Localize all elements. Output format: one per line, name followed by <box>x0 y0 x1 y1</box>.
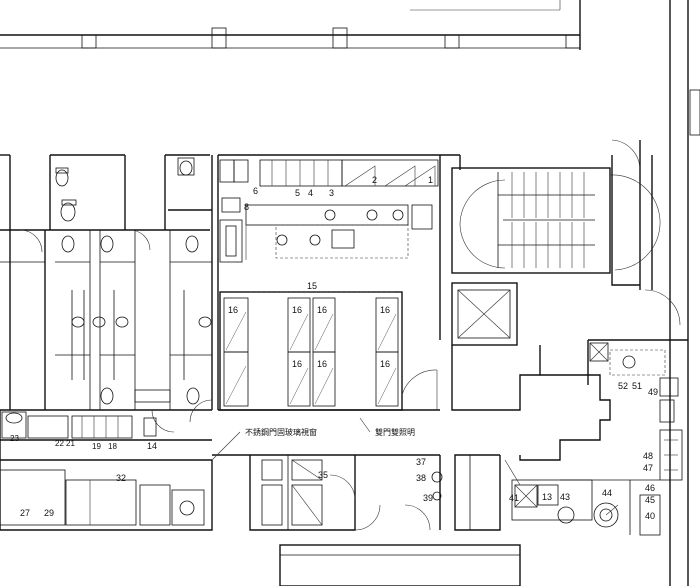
equip-label-22: 22 <box>55 439 64 448</box>
equip-label-41: 41 <box>509 493 519 503</box>
equip-label-52: 52 <box>618 381 628 391</box>
equip-label-23: 23 <box>10 434 19 443</box>
equip-label-47: 47 <box>643 463 653 473</box>
equip-label-18: 18 <box>108 442 117 451</box>
equip-label-16e: 16 <box>292 359 302 369</box>
equip-label-40: 40 <box>645 511 655 521</box>
equip-label-38: 38 <box>416 473 426 483</box>
equip-label-5: 5 <box>295 188 300 198</box>
equip-label-46: 46 <box>645 483 655 493</box>
equip-label-44: 44 <box>602 488 612 498</box>
equip-label-39: 39 <box>423 493 433 503</box>
equip-label-49: 49 <box>648 387 658 397</box>
equip-label-16c: 16 <box>317 305 327 315</box>
equip-label-45: 45 <box>645 495 655 505</box>
equip-label-27: 27 <box>20 508 30 518</box>
equip-label-51: 51 <box>632 381 642 391</box>
annotation-leaders <box>211 417 371 461</box>
equip-label-16a: 16 <box>228 305 238 315</box>
lighting-note: 雙門雙照明 <box>375 427 415 437</box>
lower-service-area <box>0 409 521 586</box>
equip-label-29: 29 <box>44 508 54 518</box>
equip-label-2: 2 <box>372 175 377 185</box>
equip-label-37: 37 <box>416 457 426 467</box>
equip-label-21: 21 <box>66 439 75 448</box>
kitchen-prep-area <box>217 154 461 410</box>
equip-label-8: 8 <box>244 202 249 212</box>
equip-label-19: 19 <box>92 442 101 451</box>
equip-label-15: 15 <box>307 281 317 291</box>
stair-and-elevator-core <box>451 139 661 411</box>
equip-label-13: 13 <box>542 492 552 502</box>
equip-label-43: 43 <box>560 492 570 502</box>
equip-label-16g: 16 <box>380 359 390 369</box>
stair-treads <box>511 172 585 268</box>
equip-label-4: 4 <box>308 188 313 198</box>
equip-label-16f: 16 <box>317 359 327 369</box>
restroom-block <box>0 154 213 433</box>
partition-note: 不銹鋼門固玻璃視窗 <box>245 427 317 437</box>
equip-label-32: 32 <box>116 473 126 483</box>
equipment-labels: 1 2 3 4 5 6 8 13 14 15 16 16 16 16 16 16… <box>10 175 658 521</box>
cold-room-block <box>219 291 438 411</box>
equip-label-1: 1 <box>428 175 433 185</box>
equip-label-48: 48 <box>643 451 653 461</box>
equip-label-14: 14 <box>147 441 157 451</box>
equip-label-6: 6 <box>253 186 258 196</box>
equip-label-3: 3 <box>329 188 334 198</box>
right-kitchen-area <box>431 289 688 536</box>
equip-label-16b: 16 <box>292 305 302 315</box>
equip-label-35: 35 <box>318 470 328 480</box>
equip-label-16d: 16 <box>380 305 390 315</box>
